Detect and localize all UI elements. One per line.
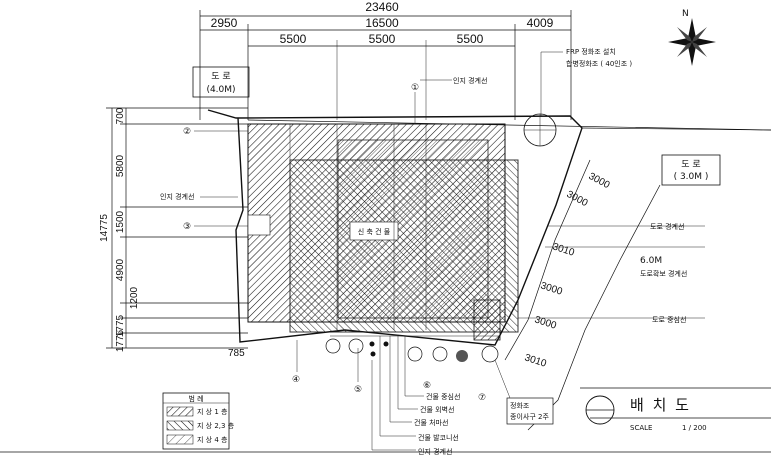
legend-item-3: 지 상 4 층 — [197, 435, 228, 444]
marker-7: ⑦ — [478, 393, 486, 403]
drawing-title: 배 치 도 — [630, 396, 691, 414]
svg-text:1200: 1200 — [129, 286, 140, 309]
dim-top-left: 2950 — [211, 16, 238, 30]
marker-2: ② — [183, 127, 191, 137]
marker-5: ⑤ — [354, 385, 362, 395]
road-setback-label: 도로확보 경계선 — [640, 269, 687, 278]
scale-value: 1 / 200 — [682, 424, 707, 432]
svg-text:1776: 1776 — [115, 329, 126, 352]
svg-text:1500: 1500 — [115, 210, 126, 233]
dim-bay-1: 5500 — [280, 32, 307, 46]
dim-top-mid: 16500 — [365, 16, 399, 30]
svg-text:3000: 3000 — [565, 189, 590, 209]
legend: 범 례 지 상 1 층 지 상 2,3 층 지 상 4 층 — [162, 392, 235, 450]
left-dimensions: 14775 700 5800 1500 4900 1200 1775 1776 — [99, 107, 248, 352]
legend-item-2: 지 상 2,3 층 — [197, 421, 235, 430]
landscape-trees — [325, 335, 500, 363]
svg-text:3000: 3000 — [533, 314, 558, 331]
svg-text:700: 700 — [115, 107, 126, 124]
title-block: 배 치 도 SCALE 1 / 200 — [580, 387, 771, 432]
road-boundary-label: 도로 경계선 — [650, 222, 684, 231]
svg-text:(4.0M): (4.0M) — [206, 85, 235, 95]
dim-left-total: 14775 — [99, 214, 110, 242]
marker-4: ④ — [292, 375, 300, 385]
svg-text:3010: 3010 — [523, 352, 548, 369]
frp-septic-note: FRP 정화조 설치 합병정화조 ( 40인조 ) — [540, 47, 632, 116]
lot-line-bottom-label: 인지 경계선 — [418, 447, 452, 456]
svg-text:3000: 3000 — [587, 171, 612, 191]
svg-text:3000: 3000 — [539, 280, 564, 297]
lot-line-left-label: 인지 경계선 — [160, 192, 194, 201]
dim-top-right: 4009 — [527, 16, 554, 30]
legend-item-1: 지 상 1 층 — [197, 407, 228, 416]
svg-text:FRP 정화조 설치: FRP 정화조 설치 — [566, 47, 616, 56]
compass-north-arrow: N — [668, 9, 716, 66]
bldg-outer-label: 건물 외벽선 — [420, 405, 454, 414]
building-footprint: 신 축 건 물 — [247, 123, 519, 341]
annotations: 인지 경계선 인지 경계선 도로 경계선 6.0M 도로확보 경계선 도로 중심… — [160, 76, 687, 456]
septic-sub-label: 종이사구 2주 — [510, 412, 549, 421]
septic-tank — [523, 113, 557, 147]
grid-markers: ① ② ③ ④ ⑤ ⑥ ⑦ — [183, 83, 486, 403]
top-dimensions: 23460 2950 16500 4009 5500 5500 5500 — [199, 0, 572, 120]
svg-text:3010: 3010 — [551, 241, 576, 258]
scale-label: SCALE — [630, 424, 652, 432]
septic-label: 정화조 — [510, 401, 530, 410]
left-road-label: 도 로 (4.0M) — [192, 66, 250, 98]
svg-text:4900: 4900 — [115, 258, 126, 281]
dim-bay-3: 5500 — [457, 32, 484, 46]
bldg-eaves-label: 건물 처마선 — [414, 418, 448, 427]
compass-label: N — [682, 9, 689, 19]
svg-text:( 3.0M ): ( 3.0M ) — [674, 172, 709, 182]
road-center-label: 도로 중심선 — [652, 315, 686, 324]
svg-text:합병정화조 ( 40인조 ): 합병정화조 ( 40인조 ) — [566, 59, 632, 68]
marker-1: ① — [411, 83, 419, 93]
bldg-center-label: 건물 중심선 — [426, 392, 460, 401]
dim-top-total: 23460 — [365, 0, 399, 14]
marker-6: ⑥ — [423, 381, 431, 391]
legend-header: 범 례 — [188, 394, 203, 403]
svg-text:도 로: 도 로 — [211, 72, 230, 82]
dim-bottom-offset: 785 — [228, 348, 245, 359]
road-width-label: 6.0M — [640, 256, 662, 266]
building-label: 신 축 건 물 — [358, 227, 391, 236]
marker-3: ③ — [183, 222, 191, 232]
bldg-found-label: 건물 발코니선 — [418, 433, 459, 442]
svg-text:도 로: 도 로 — [681, 160, 700, 170]
right-road-label: 도 로 ( 3.0M ) — [661, 154, 721, 186]
dim-bay-2: 5500 — [369, 32, 396, 46]
diagonal-dimensions: 3000 3000 3010 3000 3000 3010 — [523, 171, 612, 370]
svg-text:1775: 1775 — [115, 314, 126, 337]
lot-line-top-label: 인지 경계선 — [453, 76, 487, 85]
svg-text:5800: 5800 — [115, 154, 126, 177]
